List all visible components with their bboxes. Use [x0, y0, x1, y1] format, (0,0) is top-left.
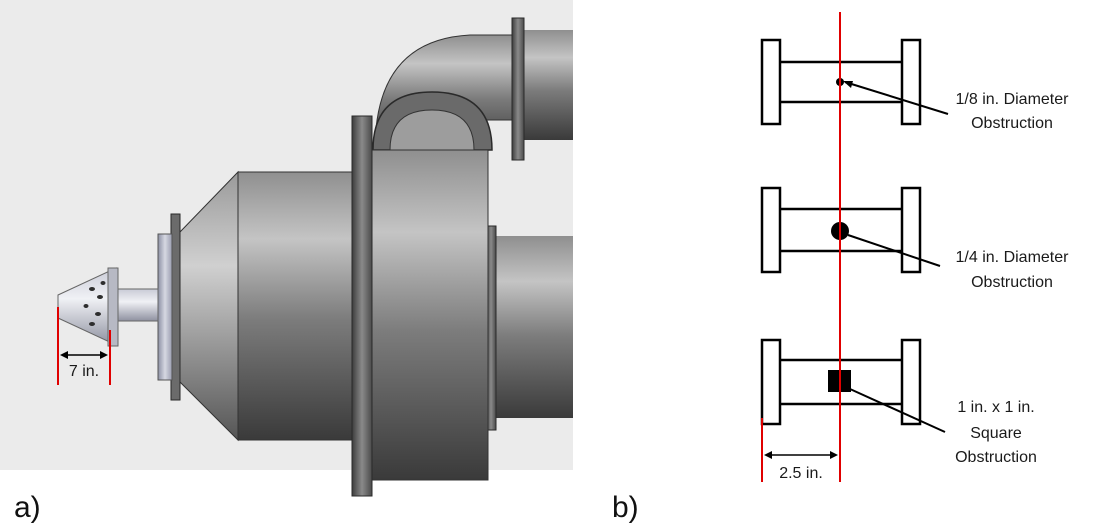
- obstruction-3-line1: 1 in. x 1 in.: [957, 399, 1034, 416]
- spool-3: [760, 338, 946, 433]
- panel-a-rendering: 7 in.: [0, 0, 573, 497]
- panel-b-diagram: 1/8 in. Diameter Obstruction 1/4 in. Dia…: [760, 12, 1070, 482]
- leader-2: [847, 234, 941, 267]
- upper-pipe: [520, 30, 573, 140]
- nozzle-rim: [107, 267, 119, 347]
- obstruction-2-line1: 1/4 in. Diameter: [956, 249, 1070, 266]
- upper-pipe-flange: [511, 17, 525, 161]
- main-cylinder: [237, 171, 359, 441]
- panel-b-label: b): [612, 491, 639, 524]
- spool-1: [760, 38, 949, 126]
- obstruction-1-line1: 1/8 in. Diameter: [956, 91, 1070, 108]
- panel-a-label: a): [14, 491, 41, 524]
- chamber-body: [369, 149, 489, 481]
- obstruction-1-line2: Obstruction: [971, 115, 1053, 132]
- obstruction-3-line2: Square: [970, 425, 1022, 442]
- obstruction-2-line2: Obstruction: [971, 274, 1053, 291]
- lower-pipe: [490, 236, 573, 418]
- spool-2: [760, 186, 941, 274]
- dimension-b-label: 2.5 in.: [779, 465, 823, 482]
- nozzle-holes: [83, 281, 106, 326]
- small-flange: [157, 233, 173, 381]
- nozzle-shaft: [117, 288, 159, 322]
- leader-3: [849, 388, 946, 433]
- leader-1: [844, 81, 949, 115]
- obstruction-3-line3: Obstruction: [955, 449, 1037, 466]
- elbow-inner: [389, 109, 475, 151]
- chamber-flange: [351, 115, 373, 497]
- dimension-a-label: 7 in.: [69, 363, 99, 380]
